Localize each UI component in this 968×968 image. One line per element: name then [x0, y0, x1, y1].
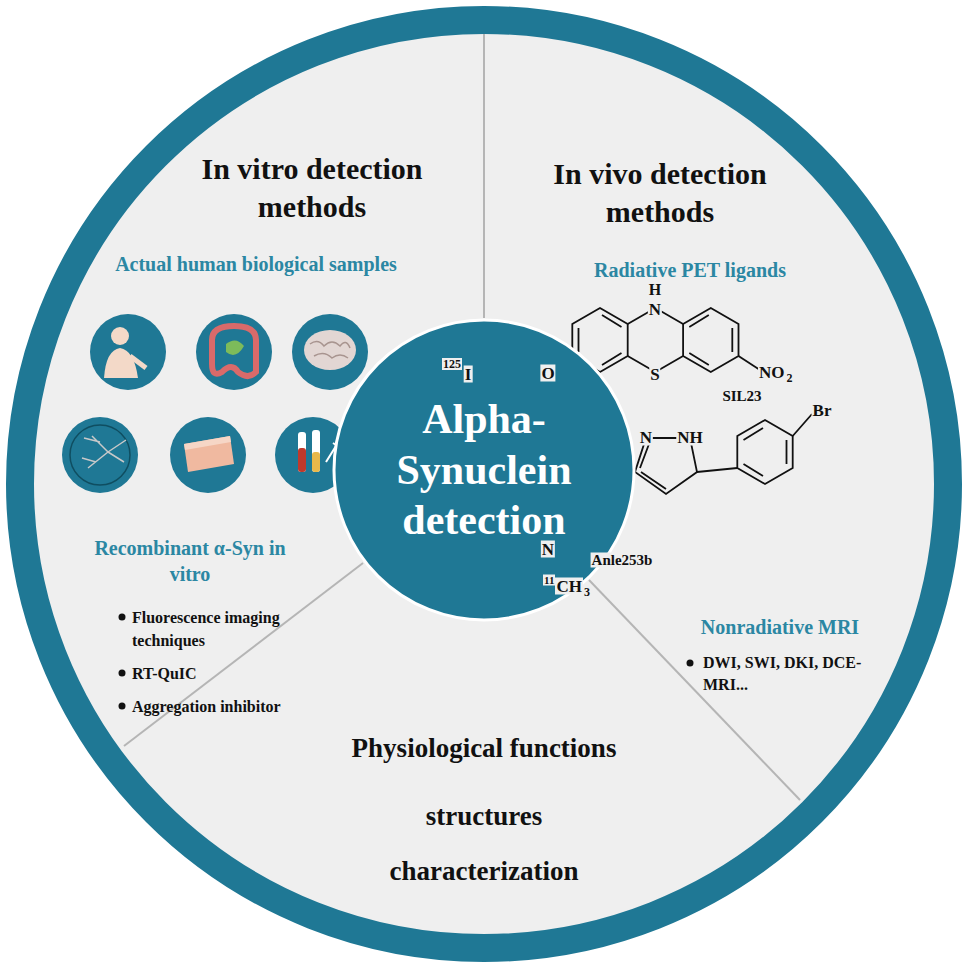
subheading: Radiative PET ligands — [560, 258, 820, 282]
sample-icon — [70, 425, 130, 485]
section-text: Physiological functions — [274, 732, 694, 764]
section-heading: In vitro detection methods — [181, 150, 443, 225]
sample-icon — [196, 314, 272, 390]
atom-label: H — [648, 282, 662, 298]
sample-icon — [312, 452, 320, 472]
sample-icon — [104, 348, 138, 378]
sil23-structure — [689, 315, 732, 365]
atom-label: Br — [812, 402, 833, 419]
sil23-structure — [739, 356, 761, 370]
anle253b-structure — [635, 438, 697, 494]
compound-name: Anle253b — [591, 553, 654, 568]
sample-icon — [184, 436, 234, 472]
section-text: characterization — [274, 855, 694, 887]
subheading: Actual human biological samples — [91, 252, 421, 276]
atom-label: CH — [555, 578, 583, 595]
atom-label: N — [648, 301, 662, 318]
sample-icon — [292, 314, 368, 390]
sample-icon — [130, 356, 146, 368]
sample-icon — [62, 417, 138, 493]
section-text: structures — [274, 800, 694, 832]
subheading: Recombinant α-Syn in vitro — [85, 535, 295, 587]
bullet-dot — [119, 703, 126, 710]
atom-label: S — [649, 366, 660, 383]
atom-label: O — [540, 365, 555, 382]
anle253b-structure — [640, 444, 666, 489]
sample-icon — [170, 417, 246, 493]
subscript-label: 3 — [583, 586, 591, 598]
sample-icon — [90, 314, 166, 390]
sample-icon — [111, 327, 129, 345]
subheading: Nonradiative MRI — [670, 615, 890, 639]
atom-label: N — [541, 541, 555, 558]
bullet-text: Aggregation inhibitor — [132, 695, 304, 718]
bullet-dot — [687, 660, 694, 667]
sil23-structure — [628, 308, 683, 372]
atom-label: I — [464, 366, 473, 383]
bullet-text: DWI, SWI, DKI, DCE-MRI... — [703, 652, 885, 697]
center-circle: Alpha-Synuclein detection — [332, 318, 636, 622]
sector-divider — [589, 580, 800, 800]
subscript-label: 2 — [786, 372, 794, 384]
compound-name: SIL23 — [721, 389, 762, 404]
section-heading: In vivo detection methods — [529, 155, 791, 230]
anle253b-structure — [737, 420, 792, 484]
sample-icon — [310, 341, 350, 358]
bullet-dot — [119, 614, 694, 710]
isotope-label: 11 — [543, 575, 555, 586]
atom-label: NH — [676, 429, 704, 446]
circle-fill — [334, 320, 634, 620]
sample-icon — [82, 436, 126, 468]
sector-divider — [124, 34, 800, 800]
bullet-dot — [119, 614, 126, 621]
bullet-text: Fluorescence imaging techniques — [132, 606, 304, 652]
sample-icon — [304, 330, 356, 370]
sector-divider — [483, 34, 485, 318]
sample-icon — [62, 314, 368, 493]
anle253b-structure — [744, 428, 787, 476]
bullet-dot — [119, 670, 126, 677]
sample-icon — [184, 436, 231, 450]
sample-icon — [298, 432, 306, 472]
isotope-label: 125 — [442, 358, 462, 370]
sample-icon — [226, 340, 244, 354]
atom-label: N — [639, 429, 653, 446]
atom-label: NO — [758, 364, 786, 381]
center-title: Alpha-Synuclein detection — [347, 394, 621, 545]
sample-icon — [212, 326, 256, 376]
outer-ring — [20, 20, 948, 948]
sample-icon — [298, 448, 306, 472]
sample-icon — [312, 430, 320, 472]
bullet-text: RT-QuIC — [132, 662, 304, 685]
anle253b-structure — [618, 414, 812, 492]
sector-divider — [124, 563, 363, 746]
sil23-structure — [683, 308, 738, 372]
